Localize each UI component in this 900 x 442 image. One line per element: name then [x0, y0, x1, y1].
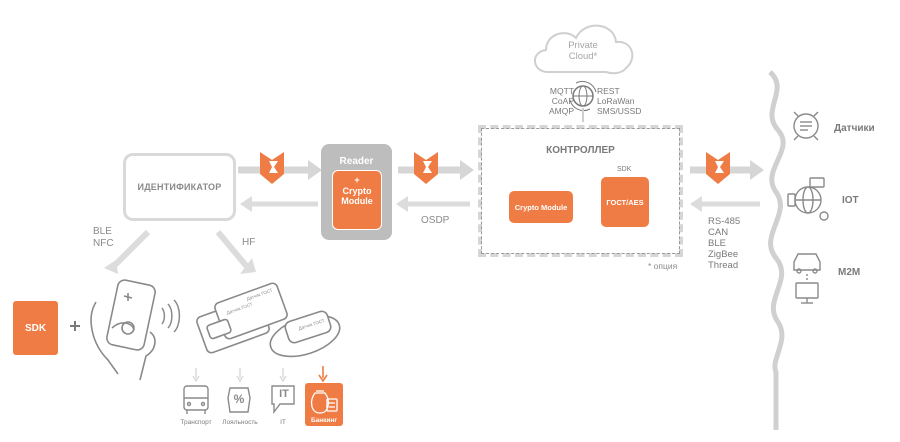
bus-item: ZigBee	[708, 249, 739, 260]
protocol-item: CoAP	[551, 96, 574, 106]
right-item-m2m: M2M	[838, 267, 861, 278]
sdk-box: SDK	[13, 301, 58, 355]
controller-crypto-label: Crypto Module	[514, 202, 568, 212]
hf-label: HF	[242, 237, 256, 248]
protocol-item: AMQP	[548, 106, 574, 116]
osdp-label: OSDP	[421, 215, 450, 226]
card-icon	[196, 282, 288, 354]
protocol-item: SMS/USSD	[597, 106, 642, 116]
money-bag-icon	[310, 390, 338, 414]
reader-plus: +	[354, 175, 360, 185]
percent-glyph: %	[233, 392, 245, 406]
protocol-item: LoRaWan	[597, 96, 635, 106]
identifier-title: ИДЕНТИФИКАТОР	[137, 182, 222, 192]
m2m-car-monitor-icon	[793, 253, 821, 304]
protocol-item: MQTT	[549, 86, 574, 96]
controller-sdk: SDK	[617, 166, 632, 173]
bottom-arrows	[192, 368, 287, 383]
shield-icon	[706, 152, 730, 184]
it-glyph: IT	[279, 388, 289, 400]
reader-crypto-module: + Crypto Module	[332, 170, 382, 230]
bus-list: RS-485 CAN BLE ZigBee Thread	[708, 216, 740, 271]
shield-icon	[414, 152, 438, 184]
sensor-icon	[793, 111, 819, 141]
arrow-to-cards	[215, 230, 256, 274]
bus-item: RS-485	[708, 216, 741, 227]
cloud-line2: Cloud*	[568, 51, 598, 62]
shield-icon	[260, 152, 284, 184]
reader-module-line1: Crypto	[342, 186, 372, 196]
bottom-label-transport: Транспорт	[180, 419, 212, 426]
controller-crypto-module: Crypto Module	[509, 191, 573, 223]
cloud-label: Private Cloud*	[551, 40, 615, 62]
cloud-shape	[534, 24, 634, 75]
reader-module-line2: Module	[341, 196, 373, 206]
protocol-item: REST	[597, 86, 620, 96]
sdk-label: SDK	[24, 322, 47, 334]
controller-gost-label: ГОСТ/AES	[606, 197, 644, 207]
nfc-waves-icon	[161, 299, 181, 333]
hand-phone-icon	[90, 279, 156, 381]
right-item-sensors: Датчики	[834, 123, 875, 134]
nfc-label: NFC	[93, 238, 114, 249]
bus-icon	[183, 385, 209, 414]
globe-icon	[569, 80, 597, 112]
reader-box: Reader + Crypto Module	[321, 144, 392, 240]
identifier-box: ИДЕНТИФИКАТОР	[123, 153, 236, 221]
arrow-to-phone	[104, 229, 151, 274]
banking-arrow	[318, 366, 328, 383]
protocols-left: MQTT CoAP AMQP	[530, 86, 574, 116]
bus-item: BLE	[708, 238, 726, 249]
loyalty-tag-icon	[227, 387, 251, 413]
ble-label: BLE	[93, 226, 112, 237]
right-item-iot: IOT	[842, 195, 859, 206]
protocols-right: REST LoRaWan SMS/USSD	[597, 86, 657, 116]
bottom-label-it: IT	[280, 419, 286, 426]
controller-gost-module: ГОСТ/AES	[601, 177, 649, 227]
bracelet-icon	[269, 310, 341, 358]
bottom-label-banking: Банкинг	[310, 417, 338, 424]
controller-box: КОНТРОЛЛЕР SDK Crypto Module ГОСТ/AES	[478, 125, 683, 257]
iot-globe-icon	[787, 177, 829, 221]
speech-bubble-icon	[271, 385, 295, 415]
wavy-divider	[768, 70, 786, 430]
bus-item: Thread	[708, 260, 739, 271]
bottom-label-loyalty: Лояльность	[222, 419, 258, 426]
cloud-line1: Private	[568, 40, 598, 51]
reader-title: Reader	[339, 156, 374, 167]
controller-footnote: * опция	[648, 261, 678, 271]
controller-title: КОНТРОЛЛЕР	[546, 145, 615, 156]
plus-icon	[70, 321, 80, 331]
bus-item: CAN	[708, 227, 729, 238]
